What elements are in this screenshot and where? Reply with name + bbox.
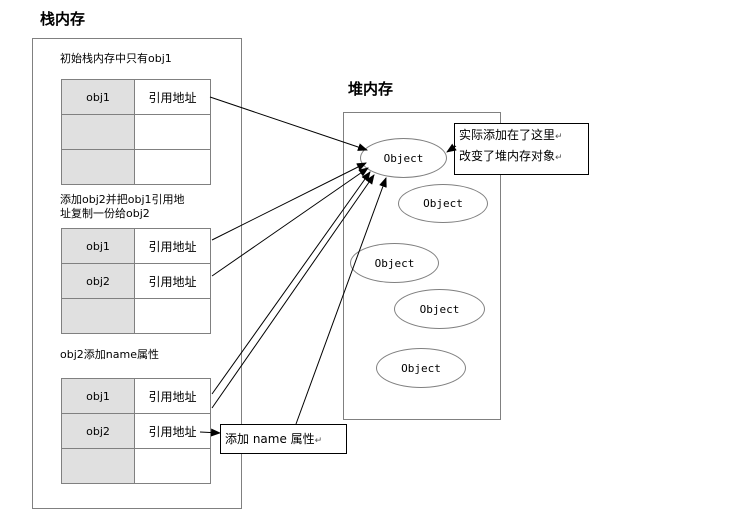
step1-caption: 初始栈内存中只有obj1 [60, 52, 172, 65]
step2-caption: 添加obj2并把obj1引用地 址复制一份给obj2 [60, 193, 185, 221]
heap-object-modified: Object [360, 138, 447, 178]
step1-stack-table: obj1 引用地址 [61, 79, 211, 185]
heap-object: Object [350, 243, 439, 283]
arrow-to-add-name-note [199, 428, 221, 437]
stack-value-cell [134, 298, 211, 334]
add-name-note: 添加 name 属性↵ [220, 424, 347, 454]
return-mark-icon: ↵ [314, 436, 323, 446]
heap-object: Object [376, 348, 466, 388]
stack-key-cell: obj1 [61, 79, 135, 115]
stack-value-cell: 引用地址 [134, 228, 211, 264]
stack-value-cell: 引用地址 [134, 413, 211, 449]
stack-key-cell: obj1 [61, 378, 135, 414]
arrow-step3-obj1 [211, 171, 371, 395]
heap-object: Object [398, 184, 488, 223]
table-row: obj1 引用地址 [61, 228, 211, 264]
stack-key-cell: obj2 [61, 413, 135, 449]
stack-value-cell [134, 448, 211, 484]
heap-object: Object [394, 289, 485, 329]
stack-key-cell [61, 114, 135, 150]
table-row: obj1 引用地址 [61, 79, 211, 115]
table-row [61, 448, 211, 484]
stack-key-cell: obj1 [61, 228, 135, 264]
arrow-step2-obj2 [211, 167, 369, 277]
return-mark-icon: ↵ [555, 153, 563, 163]
stack-title: 栈内存 [40, 10, 86, 28]
stack-value-cell: 引用地址 [134, 378, 211, 414]
step2-stack-table: obj1 引用地址 obj2 引用地址 [61, 228, 211, 334]
add-name-note-text: 添加 name 属性 [225, 432, 315, 446]
step3-caption: obj2添加name属性 [60, 348, 159, 361]
heap-title: 堆内存 [348, 80, 394, 98]
arrow-step1-obj1 [209, 96, 368, 151]
arrow-step3-obj2 [211, 174, 375, 409]
table-row: obj2 引用地址 [61, 413, 211, 449]
heap-change-note: 实际添加在了这里↵ 改变了堆内存对象↵ [454, 123, 589, 175]
table-row [61, 149, 211, 185]
step2-caption-line1: 添加obj2并把obj1引用地 [60, 193, 185, 206]
table-row: obj2 引用地址 [61, 263, 211, 299]
stack-key-cell [61, 149, 135, 185]
stack-value-cell [134, 114, 211, 150]
return-mark-icon: ↵ [555, 132, 563, 142]
stack-key-cell: obj2 [61, 263, 135, 299]
table-row [61, 298, 211, 334]
table-row: obj1 引用地址 [61, 378, 211, 414]
stack-value-cell [134, 149, 211, 185]
arrow-step2-obj1 [211, 162, 367, 241]
stack-value-cell: 引用地址 [134, 263, 211, 299]
arrow-add-name-to-object [295, 177, 387, 425]
stack-key-cell [61, 298, 135, 334]
heap-note-line1: 实际添加在了这里 [459, 128, 556, 142]
table-row [61, 114, 211, 150]
stack-key-cell [61, 448, 135, 484]
step2-caption-line2: 址复制一份给obj2 [60, 207, 150, 220]
heap-note-line2: 改变了堆内存对象 [459, 149, 556, 163]
arrow-heap-note-to-object [446, 143, 457, 153]
step3-stack-table: obj1 引用地址 obj2 引用地址 [61, 378, 211, 484]
